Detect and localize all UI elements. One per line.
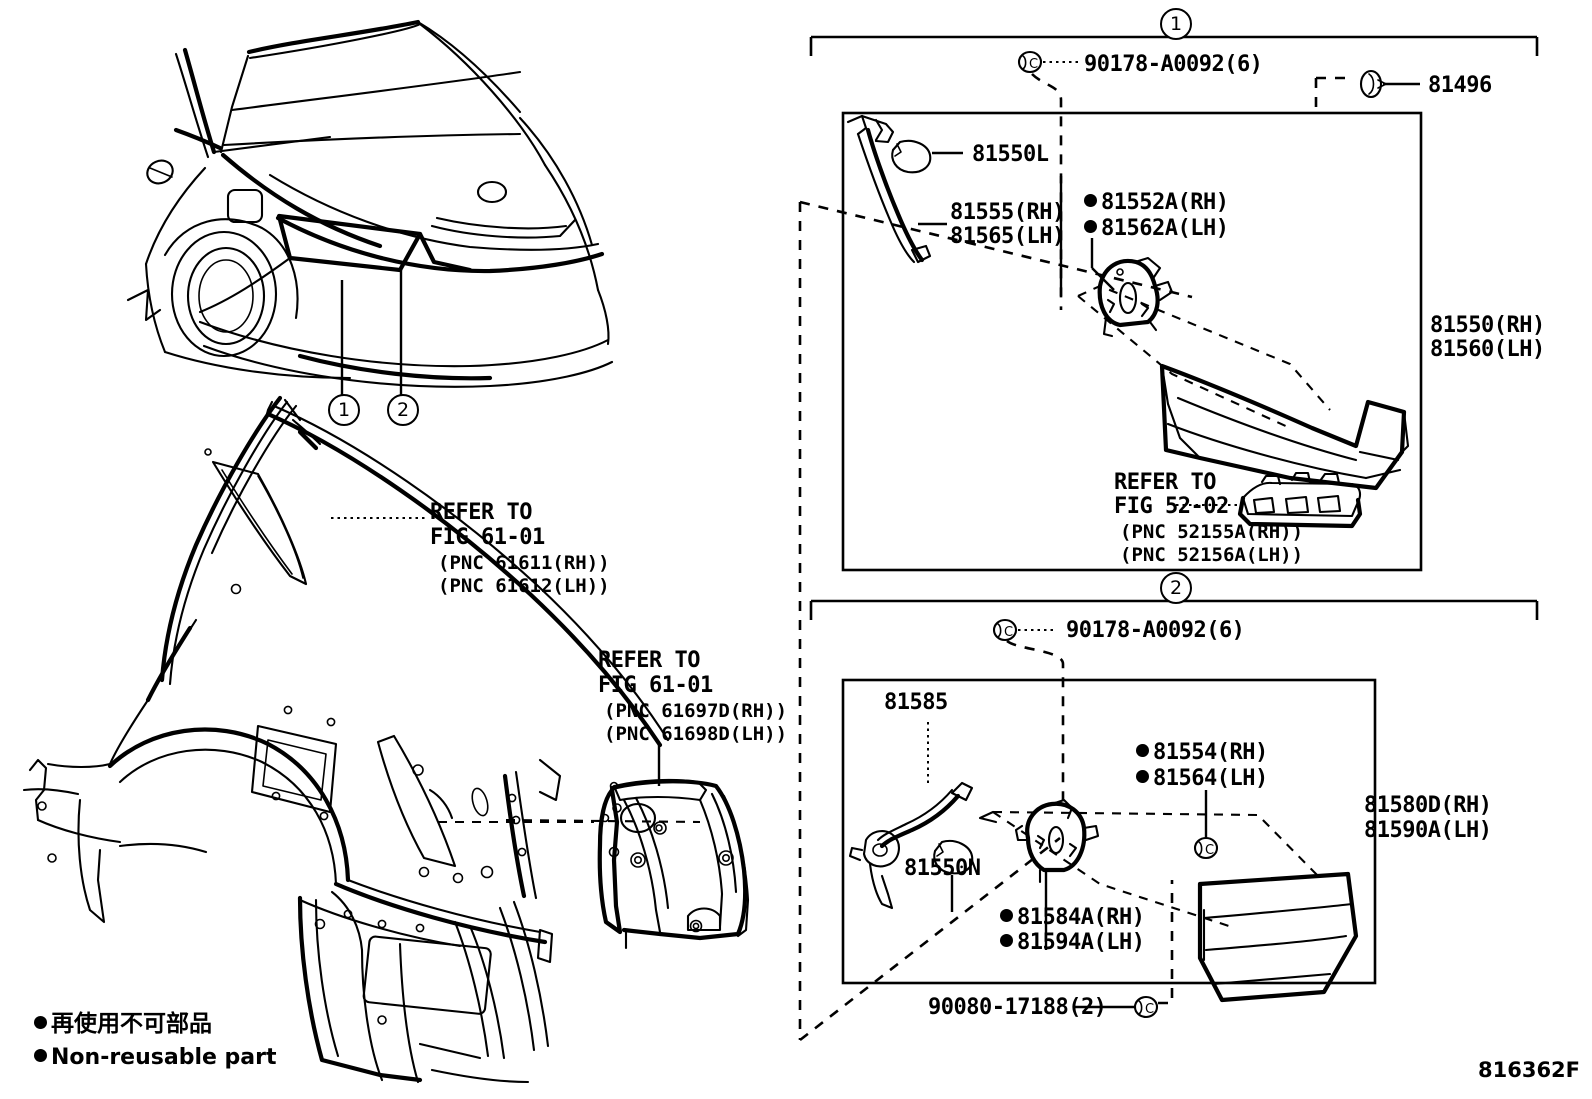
section2-part-81554: 81554(RH) (1136, 740, 1268, 766)
section2-bolt-callout: C (992, 618, 1065, 810)
section1-part-81555-label: 81555(RH) (950, 200, 1065, 225)
refer-fig6101-b-line2: FIG 61-01 (598, 673, 713, 698)
legend-english-text: Non-reusable part (51, 1045, 277, 1070)
section1-part-81562A-label: 81562A(LH) (1101, 216, 1229, 241)
section1-refer-line2: FIG 52-02 (1114, 494, 1229, 519)
section1-refer-pnc-lh: (PNC 52156A(LH)) (1120, 544, 1304, 566)
section2-part-81584A-label: 81584A(RH) (1017, 905, 1145, 930)
callout-circle-1: 1 (328, 394, 360, 426)
section1-clip-callout (1314, 69, 1420, 113)
nonreusable-dot-icon (1000, 909, 1013, 922)
nonreusable-dot-icon (1000, 934, 1013, 947)
section1-part-81550L-label: 81550L (972, 142, 1049, 167)
svg-text:C: C (1029, 57, 1038, 72)
legend-english-row: Non-reusable part (34, 1045, 277, 1071)
section1-assembly-rh: 81550(RH) (1430, 313, 1545, 338)
callout-circle-2: 2 (387, 394, 419, 426)
part-81550-lamp-lens (1077, 284, 1410, 491)
refer-fig6101-a-pnc-lh: (PNC 61612(LH)) (438, 575, 610, 597)
vehicle-rear-illustration (126, 19, 614, 396)
section2-part-81585-label: 81585 (884, 690, 948, 715)
section1-part-81565-label: 81565(LH) (950, 224, 1065, 249)
part-81554-packing: C (1193, 790, 1219, 860)
refer-fig6101-a-line1: REFER TO (430, 500, 532, 525)
svg-text:C: C (1004, 625, 1013, 640)
part-81550N-socket (933, 839, 974, 912)
section2-part-81594A-label: 81594A(LH) (1017, 930, 1145, 955)
figure-code: 816362F (1478, 1058, 1581, 1082)
section2-nut-callout: C (1075, 880, 1174, 1019)
nonreusable-dot-icon (34, 1049, 47, 1062)
part-81550L-socket (891, 139, 963, 174)
refer-fig6101-a-pnc-rh: (PNC 61611(RH)) (438, 552, 610, 574)
section2-part-90178-label: 90178-A0092(6) (1066, 618, 1245, 643)
section2-assembly-lh: 81590A(LH) (1364, 818, 1492, 843)
refer-fig6101-a-line2: FIG 61-01 (430, 525, 545, 550)
section2-part-81564-label: 81564(LH) (1153, 766, 1268, 791)
section2-part-81554-label: 81554(RH) (1153, 740, 1268, 765)
svg-text:C: C (1205, 843, 1214, 858)
section1-part-81562A: 81562A(LH) (1084, 216, 1229, 242)
section1-part-90178-label: 90178-A0092(6) (1084, 52, 1263, 77)
section2-assembly-rh: 81580D(RH) (1364, 793, 1492, 818)
section2-part-81584A: 81584A(RH) (1000, 905, 1145, 931)
nonreusable-dot-icon (34, 1016, 47, 1029)
section2-part-81550N-label: 81550N (904, 856, 981, 881)
part-81585-cord (848, 722, 974, 910)
nonreusable-dot-icon (1136, 744, 1149, 757)
section1-part-81552A: 81552A(RH) (1084, 190, 1229, 216)
svg-text:C: C (1145, 1002, 1154, 1017)
section1-marker: 1 (1160, 8, 1192, 40)
section1-refer-line1: REFER TO (1114, 470, 1216, 495)
section2-part-90080-label: 90080-17188(2) (928, 995, 1107, 1020)
section2-box (841, 678, 1377, 985)
quarter-panel-illustration (22, 395, 670, 1084)
section1-bolt-callout: C (1017, 50, 1078, 310)
section1-refer-pnc-rh: (PNC 52155A(RH)) (1120, 521, 1304, 543)
nonreusable-dot-icon (1136, 770, 1149, 783)
part-81555-cord (846, 114, 947, 264)
nonreusable-dot-icon (1084, 194, 1097, 207)
section1-part-81496-label: 81496 (1428, 73, 1492, 98)
section1-part-81552A-label: 81552A(RH) (1101, 190, 1229, 215)
refer-fig6101-b-pnc-rh: (PNC 61697D(RH)) (604, 700, 788, 722)
refer-52-02-part (1176, 471, 1363, 529)
legend-japanese-text: 再使用不可部品 (51, 1011, 212, 1037)
part-81580D-lamp-lens (978, 810, 1359, 1003)
nonreusable-dot-icon (1084, 220, 1097, 233)
refer-fig6101-b-pnc-lh: (PNC 61698D(LH)) (604, 723, 788, 745)
refer-fig6101-b-line1: REFER TO (598, 648, 700, 673)
section1-assembly-lh: 81560(LH) (1430, 337, 1545, 362)
section2-marker: 2 (1160, 572, 1192, 604)
section2-part-81594A: 81594A(LH) (1000, 930, 1145, 956)
legend-japanese-row: 再使用不可部品 (34, 1011, 212, 1038)
inner-fender-illustration (597, 778, 750, 950)
section2-part-81564: 81564(LH) (1136, 766, 1268, 792)
part-81584A-packing (1014, 798, 1100, 950)
part-81552A-packing (1090, 238, 1174, 338)
